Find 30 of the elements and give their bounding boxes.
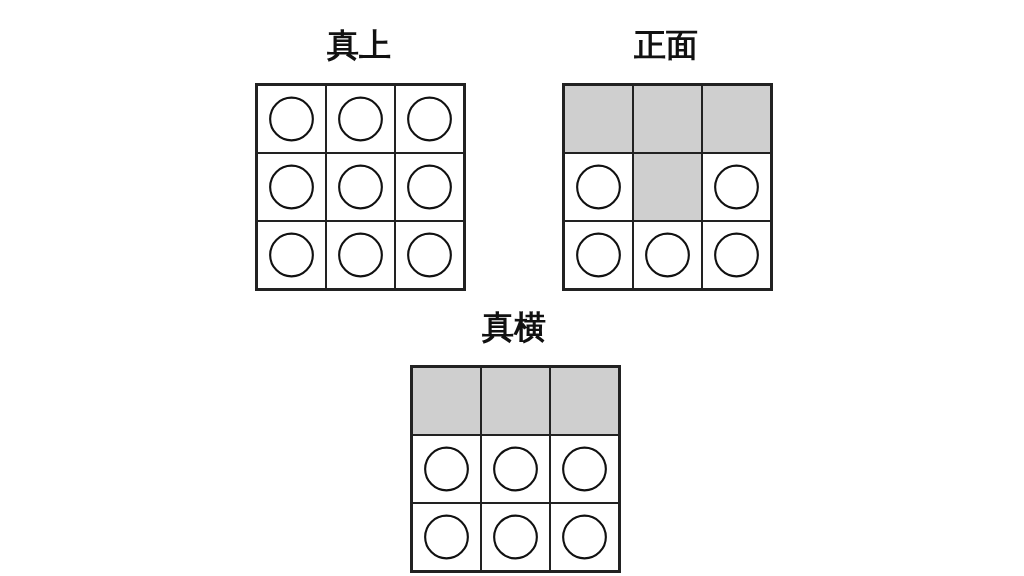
circle-tile [564,221,633,289]
shaded-tile [412,367,481,435]
shaded-tile [633,85,702,153]
circle-tile [702,153,771,221]
circle-tile [564,153,633,221]
circle-tile [326,153,395,221]
view-title: 真横 [481,307,546,347]
view-title: 真上 [326,25,391,65]
circle-tile [326,221,395,289]
circle-tile [412,503,481,571]
circle-tile [702,221,771,289]
circle-tile [395,221,464,289]
circle-tile [550,435,619,503]
shaded-tile [550,367,619,435]
circle-tile [395,85,464,153]
shaded-tile [481,367,550,435]
shaded-tile [564,85,633,153]
circle-tile [481,503,550,571]
circle-tile [633,221,702,289]
view-title: 正面 [633,25,698,65]
circle-tile [257,85,326,153]
shaded-tile [633,153,702,221]
circle-tile [257,221,326,289]
circle-tile [481,435,550,503]
circle-tile [326,85,395,153]
circle-tile [395,153,464,221]
shaded-tile [702,85,771,153]
circle-tile [412,435,481,503]
circle-tile [550,503,619,571]
circle-tile [257,153,326,221]
